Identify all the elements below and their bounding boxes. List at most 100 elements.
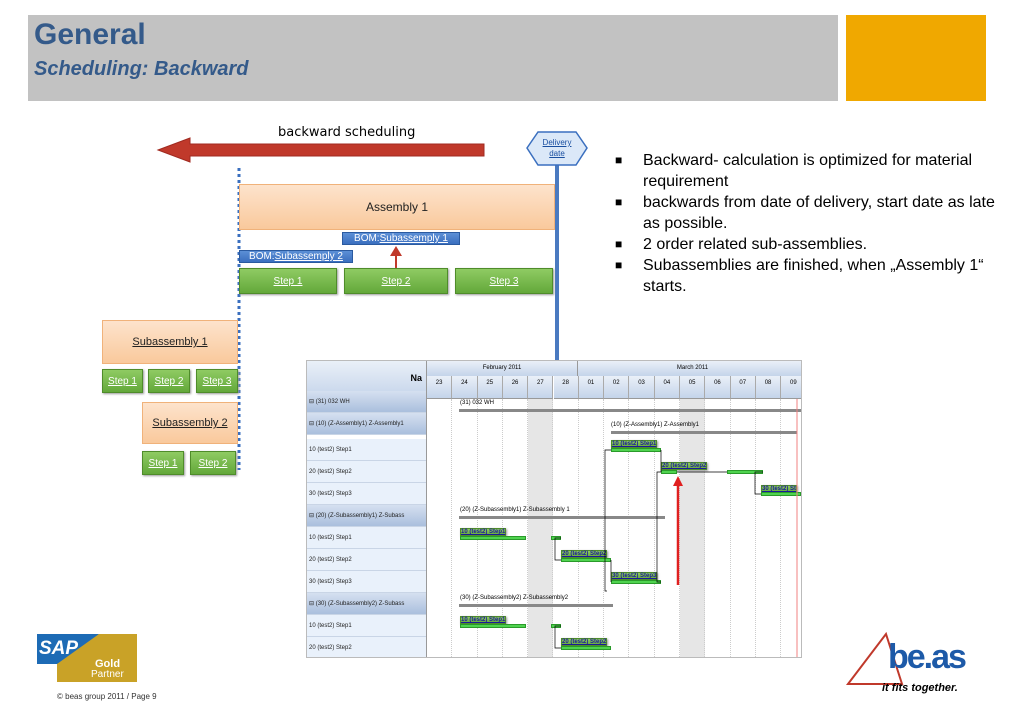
- bullet-item: ■ Backward- calculation is optimized for …: [615, 150, 995, 192]
- assembly-step-3[interactable]: Step 3: [455, 268, 553, 294]
- gantt-step-bar: [561, 558, 611, 562]
- bom1-link[interactable]: Subassemply 1: [379, 233, 448, 244]
- gantt-day-header: 06: [705, 376, 731, 399]
- gantt-day-header: 03: [629, 376, 655, 399]
- sap-logo-shape: [37, 634, 137, 682]
- gantt-bar-label: (31) 032 WH: [460, 400, 495, 406]
- bullet-text: backwards from date of delivery, start d…: [643, 194, 995, 232]
- subassembly-1-box: Subassembly 1: [102, 320, 238, 364]
- gantt-step-bar: [460, 536, 526, 540]
- gantt-day-header: 27: [528, 376, 554, 399]
- gantt-row[interactable]: ⊟ (30) (Z-Subassembly2) Z-Subass: [307, 593, 426, 615]
- gantt-day-column: [756, 399, 782, 657]
- gantt-day-column: [705, 399, 731, 657]
- subassembly-1-label: Subassembly 1: [132, 336, 208, 348]
- bullet-text: Backward- calculation is optimized for m…: [643, 152, 973, 190]
- gantt-left-pane: Na ⊟ (31) 032 WH ⊟ (10) (Z-Assembly1) Z-…: [307, 361, 427, 657]
- sub2-step-1[interactable]: Step 1: [142, 451, 184, 475]
- gantt-row[interactable]: 30 (test2) Step3: [307, 571, 426, 593]
- bullet-item: ■ 2 order related sub-assemblies.: [615, 234, 995, 255]
- gantt-row[interactable]: 10 (test2) Step1: [307, 439, 426, 461]
- gantt-summary-bar: [459, 409, 801, 412]
- bullet-item: ■ Subassemblies are finished, when „Assem…: [615, 255, 995, 297]
- gantt-day-column: [427, 399, 453, 657]
- gantt-bar-label: (20) (Z-Subassembly1) Z-Subassembly 1: [460, 507, 570, 513]
- bullet-square-icon: ■: [615, 195, 623, 209]
- gantt-row[interactable]: 30 (test2) Step3: [307, 483, 426, 505]
- header-band: [28, 15, 838, 101]
- gantt-month: March 2011: [578, 361, 801, 376]
- gantt-bar-label: 20 (test2) Step2: [561, 550, 608, 558]
- gantt-connectors: [554, 399, 798, 657]
- gantt-month: February 2011: [427, 361, 578, 376]
- bullet-square-icon: ■: [615, 237, 623, 251]
- bom-subassembly-2: BOM: Subassemply 2: [239, 250, 353, 263]
- sap-logo-text: SAP: [39, 638, 79, 659]
- page-subtitle: Scheduling: Backward: [34, 58, 249, 80]
- bom-subassembly-1: BOM: Subassemply 1: [342, 232, 460, 245]
- sub2-step-2[interactable]: Step 2: [190, 451, 236, 475]
- gantt-bar-label: 10 (test2) Step1: [611, 440, 658, 448]
- gantt-day-header: 28: [553, 376, 579, 399]
- gantt-summary-bar: [611, 431, 797, 434]
- sub1-step-1[interactable]: Step 1: [102, 369, 143, 393]
- bullet-text: 2 order related sub-assemblies.: [643, 236, 868, 253]
- gantt-step-bar: [761, 492, 801, 496]
- bom2-link[interactable]: Subassemply 2: [274, 251, 343, 262]
- gantt-bar-label: 20 (test2) Step2: [561, 638, 608, 646]
- gantt-day-column: [655, 399, 680, 657]
- page-title: General: [34, 18, 146, 51]
- gantt-summary-bar: [459, 604, 613, 607]
- gantt-bar-label: (30) (Z-Subassembly2) Z-Subassembly2: [460, 595, 569, 601]
- gantt-summary-bar: [459, 516, 665, 519]
- gantt-row[interactable]: 20 (test2) Step2: [307, 461, 426, 483]
- assembly-step-1[interactable]: Step 1: [239, 268, 337, 294]
- gantt-row[interactable]: 10 (test2) Step1: [307, 615, 426, 637]
- assembly-1-label: Assembly 1: [365, 200, 429, 214]
- bullet-list: ■ Backward- calculation is optimized for …: [615, 150, 995, 297]
- gantt-day-column: [629, 399, 655, 657]
- gantt-day-header: 09: [781, 376, 801, 399]
- gantt-day-column: [579, 399, 605, 657]
- gantt-day-header: 02: [604, 376, 630, 399]
- gantt-step-bar: [611, 448, 661, 452]
- gantt-row[interactable]: 20 (test2) Step2: [307, 637, 426, 657]
- gantt-day-header: 23: [427, 376, 453, 399]
- sub1-step-2[interactable]: Step 2: [148, 369, 190, 393]
- gantt-row[interactable]: ⊟ (31) 032 WH: [307, 391, 426, 413]
- gantt-day-column: [731, 399, 756, 657]
- gantt-day-header: 04: [654, 376, 680, 399]
- gantt-day-column: [554, 399, 579, 657]
- gantt-row[interactable]: ⊟ (20) (Z-Subassembly1) Z-Subass: [307, 505, 426, 527]
- bullet-text: Subassemblies are finished, when „Assemb…: [643, 257, 984, 295]
- gantt-bar-label: 20 (test2) Step2: [661, 462, 708, 470]
- bom1-prefix: BOM:: [354, 233, 380, 244]
- sub1-step-3[interactable]: Step 3: [196, 369, 238, 393]
- assembly-step-2[interactable]: Step 2: [344, 268, 448, 294]
- gantt-row[interactable]: ⊟ (10) (Z-Assembly1) Z-Assembly1: [307, 413, 426, 435]
- delivery-label-line1: Delivery: [542, 138, 572, 147]
- gantt-bar-label: (10) (Z-Assembly1) Z-Assembly1: [611, 422, 700, 428]
- gantt-day-header: 08: [755, 376, 782, 399]
- gantt-step-bar: [561, 646, 611, 650]
- gantt-day-column: [604, 399, 630, 657]
- gantt-step-bar: [460, 624, 526, 628]
- backward-arrow: [156, 137, 485, 163]
- gantt-day-header: 07: [730, 376, 756, 399]
- gantt-day-column: [503, 399, 529, 657]
- subassembly-2-box: Subassembly 2: [142, 402, 238, 444]
- gantt-row[interactable]: 20 (test2) Step2: [307, 549, 426, 571]
- beas-logo: be.as it fits together.: [842, 631, 992, 696]
- gantt-day-header: 05: [680, 376, 706, 399]
- gantt-day-column: [680, 399, 706, 657]
- gantt-row[interactable]: 10 (test2) Step1: [307, 527, 426, 549]
- subassembly-2-label: Subassembly 2: [152, 417, 228, 429]
- assembly-1-box: Assembly 1: [239, 184, 555, 230]
- bullet-square-icon: ■: [615, 153, 623, 167]
- gantt-day-header: 24: [452, 376, 478, 399]
- bullet-square-icon: ■: [615, 258, 623, 272]
- gantt-day-header: 25: [477, 376, 503, 399]
- delivery-label-line2: date: [549, 149, 565, 158]
- beas-logo-text: be.as: [888, 638, 967, 676]
